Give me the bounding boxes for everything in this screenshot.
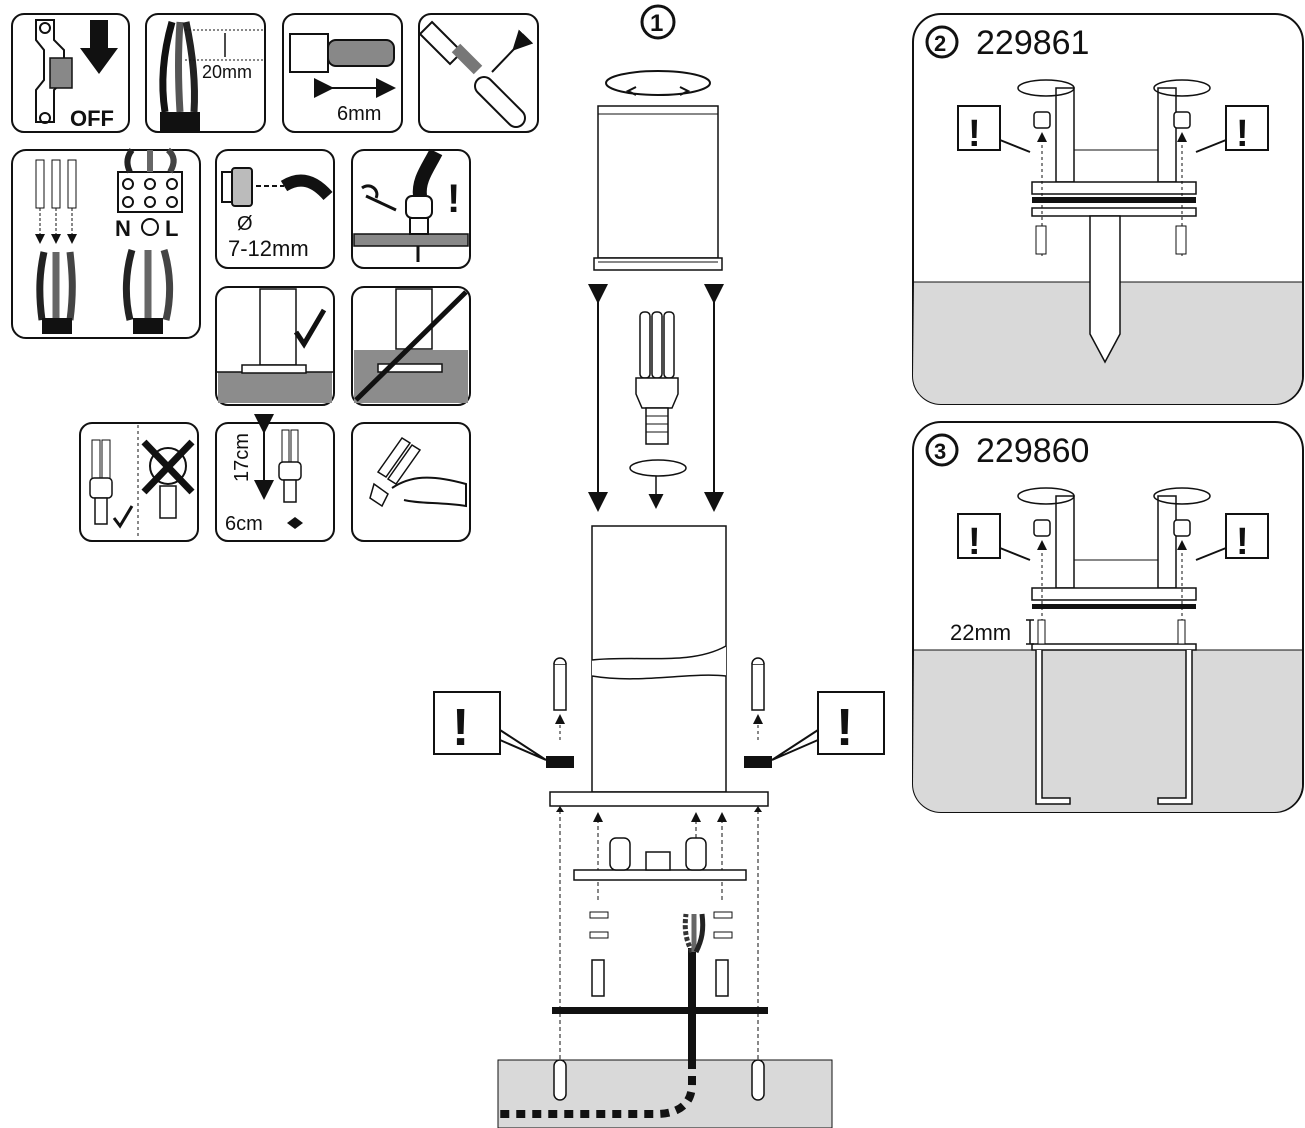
icon-cable-diameter: Ø 7-12mm xyxy=(215,149,335,269)
icon-tighten-gland: ! xyxy=(351,148,471,269)
panel3-model: 229860 xyxy=(976,432,1089,470)
off-label: OFF xyxy=(70,106,114,131)
icon-wire-strip: 6mm xyxy=(282,13,403,133)
icon-bulb-handling xyxy=(351,422,471,542)
warning-right: ! xyxy=(771,691,885,761)
icon-power-off: OFF xyxy=(11,13,130,133)
icon-wire-ferrule xyxy=(418,13,539,133)
anchor-depth-label: 22mm xyxy=(950,620,1011,645)
cfl-bulb xyxy=(629,311,687,509)
warning-left-mark: ! xyxy=(452,699,469,757)
icon-terminal-wiring: N L xyxy=(11,147,201,339)
gland-warning: ! xyxy=(447,177,460,221)
terminal-l-label: L xyxy=(165,216,178,241)
ground-icon xyxy=(141,218,159,236)
strip-6mm-label: 6mm xyxy=(337,103,381,125)
warning-right-mark: ! xyxy=(836,699,853,757)
icon-incorrect-ground-level xyxy=(351,286,471,406)
step-2-number: 2 xyxy=(934,31,946,56)
mounting-plate xyxy=(552,806,768,1060)
lamp-post xyxy=(549,525,769,807)
main-assembly: 1 xyxy=(433,4,885,1128)
icon-correct-ground-level xyxy=(215,286,335,406)
lamp-head xyxy=(593,105,723,271)
panel2-model: 229861 xyxy=(976,24,1089,62)
warning-left: ! xyxy=(433,691,547,761)
screws-left xyxy=(546,657,574,768)
diameter-symbol: Ø xyxy=(237,213,253,235)
supply-cable xyxy=(682,913,706,1060)
panel2-warning-right: ! xyxy=(1236,113,1249,155)
terminal-n-label: N xyxy=(115,216,131,241)
panel3-warning-right: ! xyxy=(1236,521,1249,563)
icon-bulb-type xyxy=(79,422,199,542)
cable-diameter-label: 7-12mm xyxy=(228,236,309,261)
step-3-number: 3 xyxy=(934,439,946,464)
screws-right xyxy=(744,657,772,768)
panel-229861: 2 229861 ! ! xyxy=(912,13,1304,405)
panel2-warning-left: ! xyxy=(968,113,981,155)
icon-cable-strip-length: 20mm xyxy=(145,13,266,133)
bulb-height-label: 17cm xyxy=(231,433,253,482)
strip-length-label: 20mm xyxy=(202,62,252,82)
ground-section xyxy=(497,1059,833,1128)
step-1-number: 1 xyxy=(650,10,663,37)
icon-bulb-size: 17cm 6cm xyxy=(215,414,335,542)
panel3-warning-left: ! xyxy=(968,521,981,563)
panel-229860: 3 229860 22mm ! ! xyxy=(912,421,1304,813)
bulb-width-label: 6cm xyxy=(225,513,263,535)
